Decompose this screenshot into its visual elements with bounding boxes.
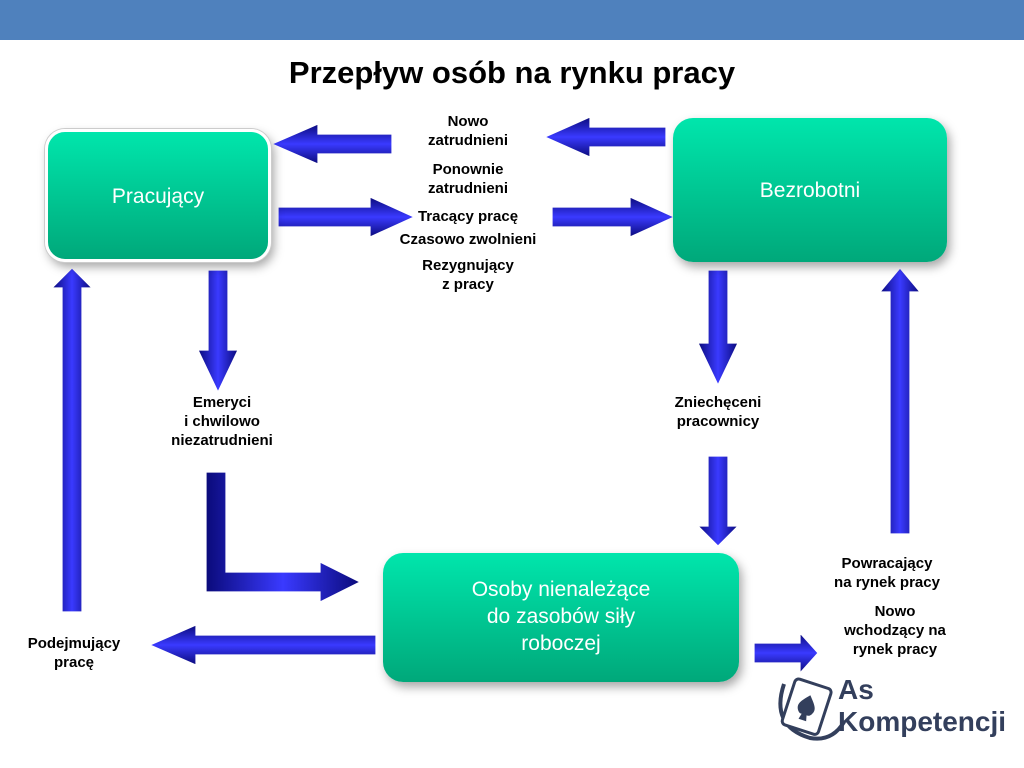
arrow-l-to-osoby (205, 471, 362, 603)
arrow-to-pracujacy (270, 123, 393, 165)
label-nowo-zatrudnieni: Nowo zatrudnieni (427, 113, 508, 149)
label-podejmujacy: Podejmujący pracę (27, 635, 121, 671)
label-emeryci: Emeryci i chwilowo niezatrudnieni (171, 394, 273, 449)
logo-swoosh-icon (778, 683, 846, 741)
header-bar (0, 0, 1024, 40)
arrow-to-bezrobotni (551, 196, 676, 238)
arrow-down-pracujacy (197, 269, 239, 394)
arrow-from-pracujacy (277, 196, 416, 238)
arrow-down-to-osoby (696, 455, 740, 547)
box-bezrobotni-label: Bezrobotni (759, 179, 861, 202)
arrow-from-osoby-left (148, 624, 377, 666)
label-rezygnujacy: Rezygnujący z pracy (422, 257, 514, 293)
arrow-up-left (50, 267, 94, 613)
arrow-down-bezrobotni (697, 269, 739, 387)
label-czasowo-zwolnieni: Czasowo zwolnieni (399, 231, 537, 248)
box-osoby-nienalezace: Osoby nienależące do zasobów siły robocz… (383, 553, 739, 682)
box-pracujacy: Pracujący (45, 129, 271, 262)
arrow-from-osoby-right (753, 631, 819, 675)
arrow-from-bezrobotni (543, 116, 667, 158)
logo-text-kompetencji: Kompetencji (838, 706, 1007, 737)
label-zniecheceni: Zniechęceni pracownicy (674, 394, 762, 430)
logo-spade-icon (797, 695, 815, 722)
label-tracacy-prace: Tracący pracę (417, 208, 519, 225)
logo-emblem (778, 677, 846, 741)
label-nowo-wchodzacy: Nowo wchodzący na rynek pracy (844, 603, 946, 658)
arrow-up-right (878, 267, 922, 535)
label-ponownie-zatrudnieni: Ponownie zatrudnieni (427, 161, 508, 197)
label-powracajacy: Powracający na rynek pracy (834, 555, 940, 591)
page-title: Przepływ osób na rynku pracy (288, 55, 736, 90)
logo-text-as: As (838, 674, 874, 705)
box-osoby-line-1: Osoby nienależące (471, 578, 651, 601)
box-osoby-line-3: roboczej (521, 632, 601, 655)
box-osoby-line-2: do zasobów siły (486, 605, 636, 628)
box-bezrobotni: Bezrobotni (673, 118, 947, 262)
box-pracujacy-label: Pracujący (111, 185, 205, 208)
